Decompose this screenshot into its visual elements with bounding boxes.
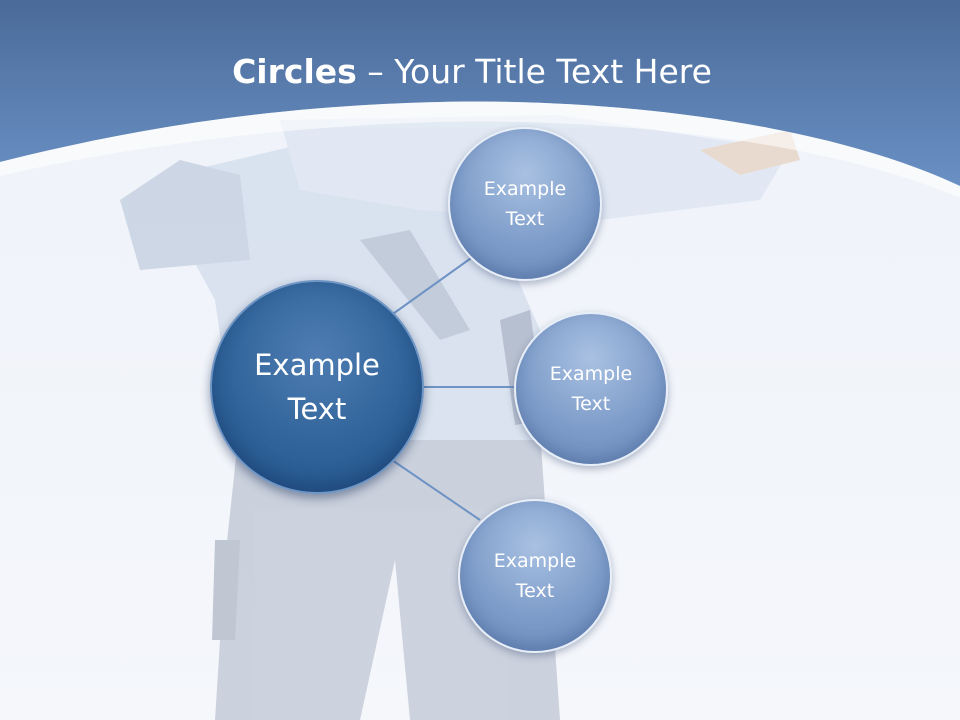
node-top-line2: Text xyxy=(505,208,545,230)
node-circle-top: Example Text xyxy=(448,127,602,281)
node-bottom-line2: Text xyxy=(515,580,555,602)
node-circle-bottom: Example Text xyxy=(458,499,612,653)
node-bottom-line1: Example xyxy=(493,550,577,572)
node-middle-line2: Text xyxy=(571,393,611,415)
connectors xyxy=(389,255,516,521)
connector-bottom xyxy=(391,459,481,521)
node-circle-middle: Example Text xyxy=(514,312,668,466)
node-top-line1: Example xyxy=(483,178,567,200)
title-bold: Circles xyxy=(232,52,357,91)
slide-title: Circles – Your Title Text Here xyxy=(0,52,944,91)
node-middle-line1: Example xyxy=(549,363,633,385)
center-circle-line2: Text xyxy=(287,392,347,426)
connector-top xyxy=(389,255,475,317)
center-circle-line1: Example xyxy=(254,348,380,382)
title-rest: – Your Title Text Here xyxy=(356,52,712,91)
center-circle: Example Text xyxy=(210,280,424,494)
